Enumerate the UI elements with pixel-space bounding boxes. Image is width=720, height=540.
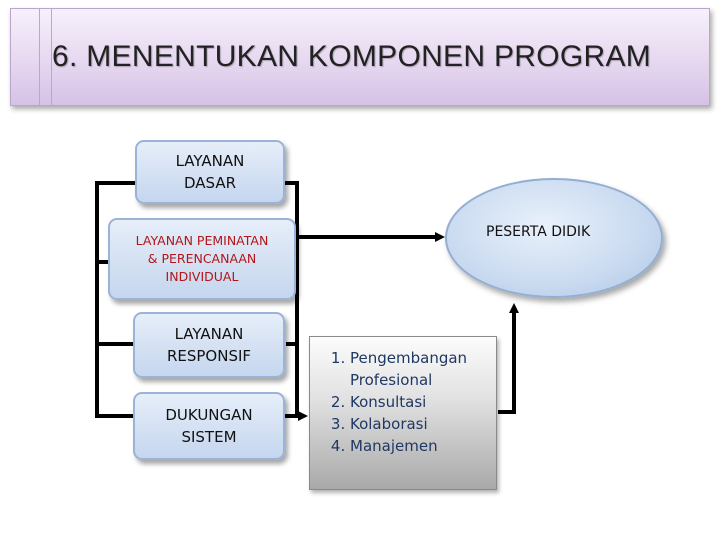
service-label-responsif: LAYANAN RESPONSIF xyxy=(166,325,252,365)
page-title: 6. MENENTUKAN KOMPONEN PROGRAM xyxy=(52,40,652,73)
peserta-didik-ellipse xyxy=(445,178,663,298)
title-divider xyxy=(39,9,40,105)
service-box-peminatan: LAYANAN PEMINATAN & PERENCANAAN INDIVIDU… xyxy=(108,218,296,300)
list-item: Manajemen xyxy=(350,435,496,457)
peserta-didik-label: PESERTA DIDIK xyxy=(486,224,591,240)
title-banner xyxy=(10,8,710,106)
service-label-dasar: LAYANAN DASAR xyxy=(175,152,245,192)
left-bracket-line xyxy=(95,181,136,418)
list-item: Konsultasi xyxy=(350,391,496,413)
support-list-box: Pengembangan Profesional Konsultasi Kola… xyxy=(309,336,497,490)
service-box-dasar: LAYANAN DASAR xyxy=(135,140,285,204)
support-list: Pengembangan Profesional Konsultasi Kola… xyxy=(310,337,496,457)
service-label-peminatan: LAYANAN PEMINATAN & PERENCANAAN INDIVIDU… xyxy=(135,233,269,284)
list-item: Pengembangan Profesional xyxy=(350,347,496,391)
service-box-dukungan: DUKUNGAN SISTEM xyxy=(133,392,285,460)
service-label-dukungan: DUKUNGAN SISTEM xyxy=(165,406,253,446)
arrow-list-to-peserta xyxy=(498,303,519,414)
right-bracket-line xyxy=(284,181,299,418)
service-box-responsif: LAYANAN RESPONSIF xyxy=(133,312,285,378)
list-item: Kolaborasi xyxy=(350,413,496,435)
title-divider xyxy=(51,9,52,105)
